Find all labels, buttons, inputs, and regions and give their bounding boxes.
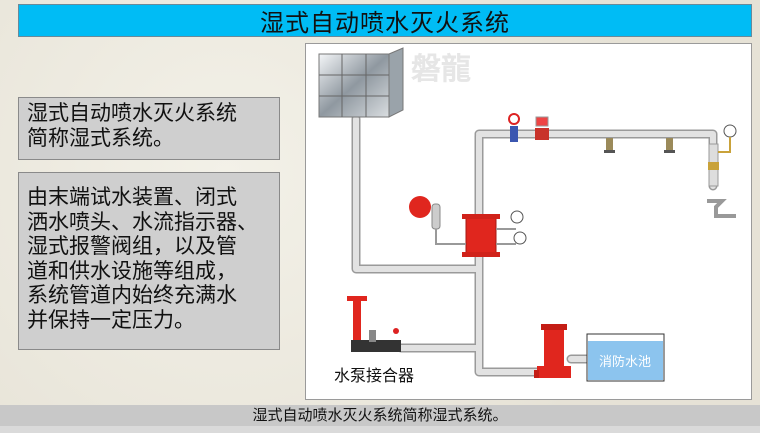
text-line: 洒水喷头、水流指示器、 bbox=[27, 209, 258, 234]
pump-connector-label: 水泵接合器 bbox=[334, 366, 414, 385]
fire-pump bbox=[534, 324, 571, 378]
pump-connector bbox=[347, 296, 401, 352]
text-line: 并保持一定压力。 bbox=[27, 307, 195, 332]
text-line: 简称湿式系统。 bbox=[27, 125, 174, 150]
text-line: 道和供水设施等组成， bbox=[27, 258, 237, 283]
watermark: 磐龍 bbox=[411, 52, 471, 87]
system-diagram: 磐龍 水泵接合器 消防水池 bbox=[305, 43, 752, 400]
text-line: 湿式报警阀组，以及管 bbox=[27, 234, 237, 259]
text-line: 由末端试水装置、闭式 bbox=[27, 185, 237, 209]
info-box-summary: 湿式自动喷水灭火系统 简称湿式系统。 bbox=[18, 97, 280, 160]
end-test-device bbox=[707, 124, 737, 218]
text-line: 湿式自动喷水灭火系统 bbox=[27, 101, 237, 125]
water-tank bbox=[318, 47, 404, 118]
pool-label: 消防水池 bbox=[599, 354, 651, 370]
sprinkler-head bbox=[664, 138, 675, 153]
slide-title: 湿式自动喷水灭火系统 bbox=[18, 4, 752, 37]
water-flow-indicator bbox=[535, 116, 549, 140]
text-line: 系统管道内始终充满水 bbox=[27, 283, 237, 308]
sprinkler-head bbox=[604, 138, 615, 153]
signal-valve bbox=[508, 113, 520, 142]
bottom-strip bbox=[0, 426, 760, 433]
alarm-valve-group bbox=[409, 196, 527, 257]
fire-water-pool bbox=[586, 333, 665, 382]
info-box-composition: 由末端试水装置、闭式 洒水喷头、水流指示器、 湿式报警阀组，以及管 道和供水设施… bbox=[18, 172, 280, 350]
caption-bar: 湿式自动喷水灭火系统简称湿式系统。 bbox=[0, 405, 760, 426]
